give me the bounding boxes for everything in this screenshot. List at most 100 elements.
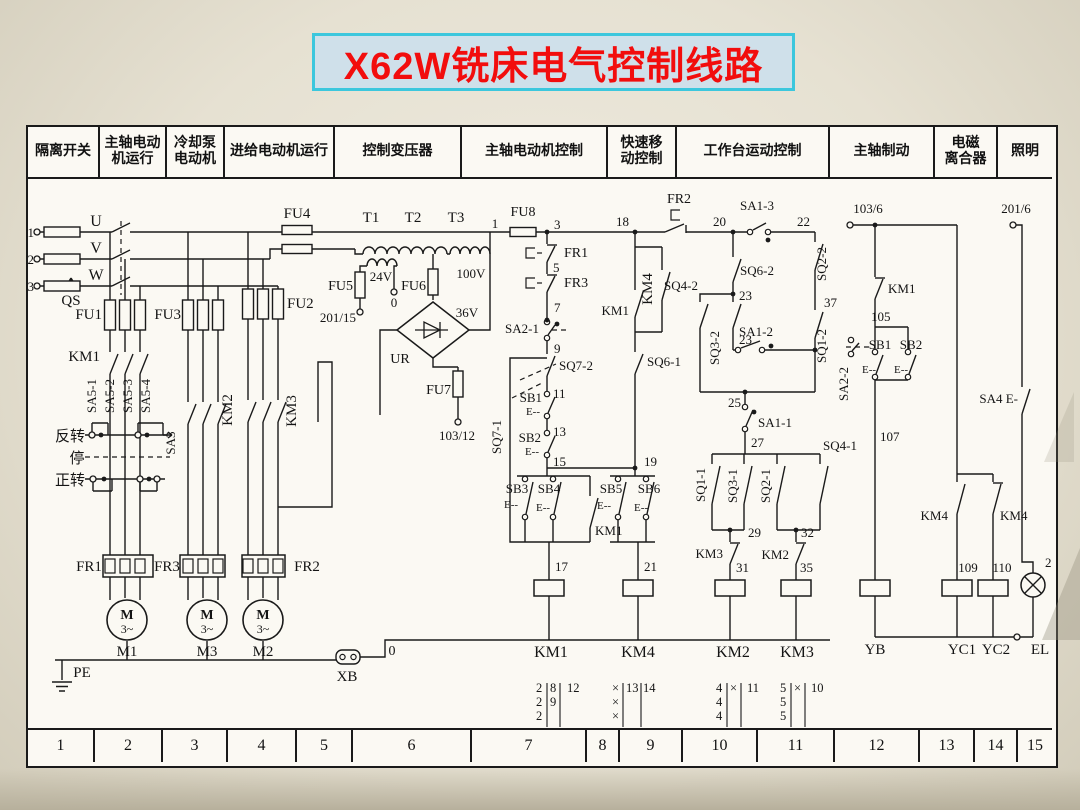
schematic-label: FU7 (426, 383, 451, 398)
switch-pole (904, 348, 912, 356)
terminal-circle (89, 475, 97, 483)
wire (379, 232, 491, 419)
crossref-value: 5 (780, 709, 786, 723)
junction-dot (544, 229, 550, 235)
crossref-value: 13 (626, 681, 639, 695)
coil-symbol (714, 579, 746, 597)
schematic-label: SQ1-1 (693, 468, 708, 502)
mechanical-link (519, 363, 557, 381)
schematic-label: SA2-2 (836, 367, 851, 401)
thermal-relay-box (241, 554, 286, 578)
wire (40, 248, 363, 260)
fuse-symbol (427, 268, 439, 296)
heater-element (119, 558, 131, 574)
column-number: 2 (95, 730, 163, 762)
fuse-symbol (241, 288, 255, 320)
switch-pole (642, 513, 650, 521)
motor-symbol (242, 599, 284, 641)
schematic-label: 15 (553, 454, 566, 469)
schematic-label: V (90, 240, 102, 257)
terminal-circle (454, 418, 462, 426)
wire (109, 577, 279, 600)
coil-symbol (533, 579, 565, 597)
terminal-circle (136, 475, 144, 483)
switch-blade (525, 481, 534, 515)
fuse-symbol (271, 288, 285, 320)
heater-element (182, 558, 194, 574)
contact-blade (874, 278, 884, 300)
crossref-value: 10 (811, 681, 824, 695)
schematic-label: 19 (644, 454, 657, 469)
schematic: M3~M3~M3~2812292×1314××4×11445×1055L1L2L… (28, 192, 1052, 727)
section-label: 电磁 离合器 (935, 127, 998, 177)
schematic-label: 20 (1045, 555, 1052, 570)
schematic-label: UR (390, 352, 410, 367)
schematic-label: T3 (448, 210, 465, 226)
schematic-label: QS (61, 293, 80, 309)
section-label: 快速移 动控制 (608, 127, 677, 177)
crossref-value: × (612, 709, 619, 723)
heater-element (212, 558, 224, 574)
column-number: 12 (835, 730, 920, 762)
schematic-label: XB (337, 669, 358, 685)
schematic-label: 7 (554, 300, 561, 315)
contact-blade (743, 465, 753, 505)
circuit-diagram: 隔离开关主轴电动 机运行冷却泵 电动机进给电动机运行控制变压器主轴电动机控制快速… (26, 125, 1058, 768)
terminal-circle (846, 221, 854, 229)
schematic-label: KM4 (621, 644, 655, 661)
contact-blade (124, 353, 134, 375)
transformer-winding (449, 246, 491, 255)
schematic-label: 21 (644, 559, 657, 574)
schematic-label: 24V (370, 269, 393, 284)
schematic-label: YB (865, 642, 886, 658)
schematic-label: 37 (824, 295, 838, 310)
schematic-label: E-- (536, 502, 550, 514)
junction-dot (765, 237, 771, 243)
schematic-label: SA2-1 (505, 321, 539, 336)
lamp-cross (1024, 576, 1042, 594)
schematic-label: E-- (525, 446, 539, 458)
contact-blade (732, 303, 742, 329)
wire (187, 330, 219, 555)
switch-blade (553, 481, 562, 515)
contact-blade (277, 401, 287, 423)
crossref-value: 4 (716, 695, 723, 709)
heater-element (197, 558, 209, 574)
column-number: 1 (28, 730, 95, 762)
crossref-value: 11 (747, 681, 759, 695)
crossref-value: × (730, 681, 737, 695)
page-title: X62W铣床电气控制线路 (343, 45, 764, 88)
schematic-label: M2 (253, 644, 274, 660)
crossref-value: 5 (780, 695, 786, 709)
schematic-label: FU3 (154, 307, 181, 323)
crossref-value: × (794, 681, 801, 695)
wire (278, 361, 333, 508)
switch-blade (740, 340, 761, 349)
schematic-label: YC2 (982, 642, 1010, 658)
wire (359, 265, 397, 309)
heater-element (272, 558, 284, 574)
coil-symbol (622, 579, 654, 597)
terminal-circle (33, 228, 41, 236)
contact-blade (729, 543, 739, 565)
junction-dot (727, 527, 733, 533)
schematic-label: FR2 (667, 192, 691, 207)
schematic-label: SA1-1 (758, 415, 792, 430)
schematic-label: FU4 (284, 206, 311, 222)
fuse-symbol (43, 280, 81, 292)
wire (853, 224, 957, 637)
schematic-label: FU8 (511, 205, 536, 220)
fuse-symbol (196, 299, 210, 331)
schematic-label: M3 (197, 644, 218, 660)
terminal-hole (339, 653, 346, 661)
schematic-label: KM3 (284, 395, 300, 427)
wire (360, 639, 830, 658)
schematic-label: SQ6-2 (740, 263, 774, 278)
wire (247, 319, 279, 555)
schematic-label: 20 (713, 214, 726, 229)
schematic-label: 107 (880, 429, 900, 444)
schematic-label: SQ2-2 (814, 247, 829, 281)
mechanical-link (511, 382, 543, 399)
